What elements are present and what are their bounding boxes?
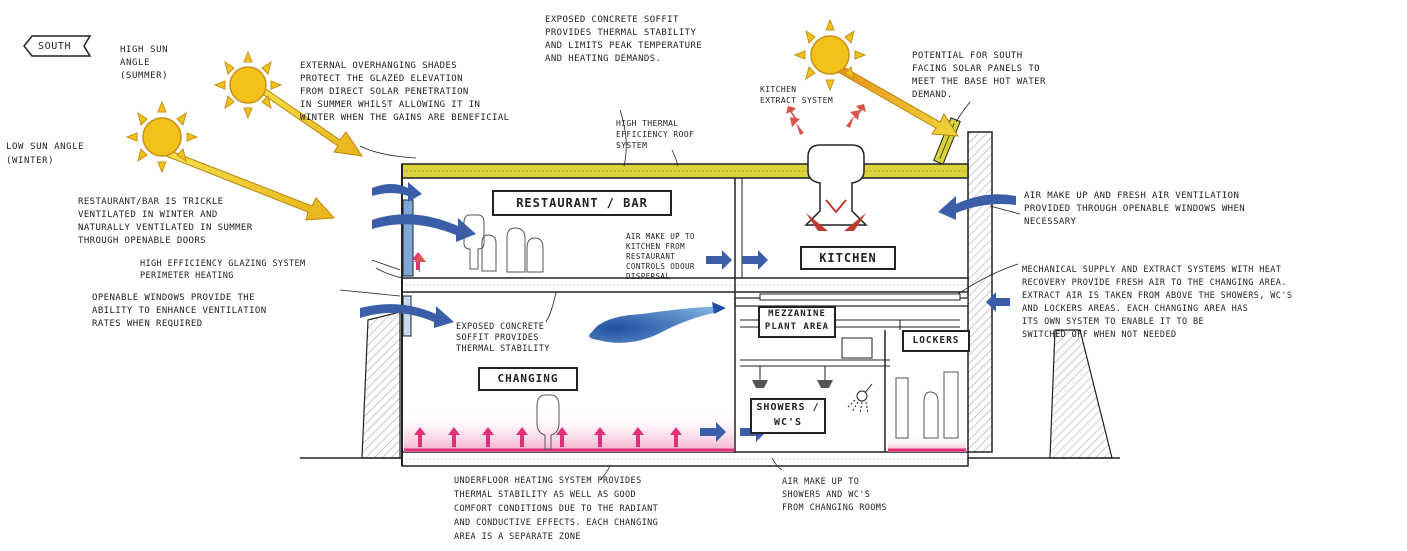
sun-icon [125, 100, 199, 174]
east-embankment [1049, 329, 1113, 459]
sun-icon [213, 50, 283, 120]
room-kitchen: KITCHEN [800, 246, 896, 270]
air-makeup-showers-note: AIR MAKE UP TO SHOWERS AND WC'S FROM CHA… [782, 477, 887, 513]
shower-icon [846, 383, 873, 415]
person-figure [463, 214, 959, 450]
glazing-panel [402, 199, 414, 277]
air-makeup-kitchen-note: AIR MAKE UP TO KITCHEN FROM RESTAURANT C… [626, 232, 695, 281]
underfloor-note: UNDERFLOOR HEATING SYSTEM PROVIDES THERM… [454, 476, 659, 542]
leader-line [339, 101, 1021, 481]
south-tag [23, 35, 92, 57]
air-flow-arrow [589, 306, 722, 343]
fresh-air-note: AIR MAKE UP AND FRESH AIR VENTILATION PR… [1024, 191, 1246, 227]
kitchen-extract-hood [804, 144, 868, 231]
restaurant-vent-note: RESTAURANT/BAR IS TRICKLE VENTILATED IN … [78, 197, 253, 246]
room-changing: CHANGING [478, 367, 578, 391]
sun-ray-arrow [165, 65, 959, 221]
sun-icon [793, 18, 867, 92]
mechanical-note: MECHANICAL SUPPLY AND EXTRACT SYSTEMS WI… [1022, 265, 1293, 340]
south-label: SOUTH [38, 41, 72, 52]
windows-note: OPENABLE WINDOWS PROVIDE THE ABILITY TO … [92, 293, 267, 329]
diffuser-icon [752, 380, 833, 388]
room-mezzanine: MEZZANINE PLANT AREA [758, 306, 836, 338]
soffit-mid-note: EXPOSED CONCRETE SOFFIT PROVIDES THERMAL… [456, 322, 550, 354]
east-wall [967, 131, 993, 453]
high-sun-label: HIGH SUN ANGLE (SUMMER) [120, 45, 169, 81]
room-restaurant-bar: RESTAURANT / BAR [492, 190, 672, 216]
heat-arrow [412, 252, 682, 447]
extract-arrow [786, 104, 866, 135]
roof-note: HIGH THERMAL EFFICIENCY ROOF SYSTEM [616, 119, 695, 150]
glazing-note: HIGH EFFICIENCY GLAZING SYSTEM PERIMETER… [140, 259, 306, 281]
shades-note: EXTERNAL OVERHANGING SHADES PROTECT THE … [300, 61, 510, 123]
soffit-top-note: EXPOSED CONCRETE SOFFIT PROVIDES THERMAL… [545, 15, 703, 64]
air-flow-arrow [360, 182, 1016, 442]
west-embankment [361, 311, 401, 459]
room-showers-wc: SHOWERS / WC'S [750, 398, 826, 434]
low-sun-label: LOW SUN ANGLE (WINTER) [6, 142, 85, 166]
kitchen-extract-note: KITCHEN EXTRACT SYSTEM [760, 85, 834, 105]
room-lockers: LOCKERS [902, 330, 970, 352]
solar-note: POTENTIAL FOR SOUTH FACING SOLAR PANELS … [912, 51, 1046, 100]
